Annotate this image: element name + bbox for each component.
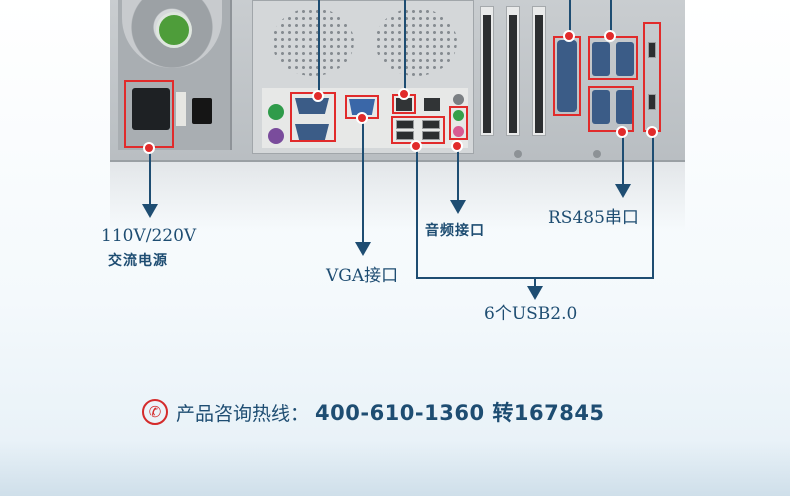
rs485-port-3 [592,90,610,124]
screw [514,150,522,158]
marker-dot [398,88,410,100]
screw [593,150,601,158]
fan-grill-right [375,8,457,76]
callout-line [610,0,612,36]
rs485-port-1 [592,42,610,76]
lan-port-1 [396,98,412,111]
phone-icon: ✆ [142,399,168,425]
label-vga: VGA接口 [326,266,399,286]
callout-line [318,0,320,96]
com-port-2 [295,124,329,140]
chassis-reflection [110,162,685,232]
arrow-usb [527,286,543,300]
parallel-port [557,40,577,112]
marker-dot [616,126,628,138]
callout-line-rs485 [622,131,624,187]
rs485-port-2 [616,42,634,76]
arrow-vga [355,242,371,256]
callout-line [569,0,571,36]
audio-jack-mic [453,126,464,137]
marker-dot [646,126,658,138]
power-socket [132,88,170,130]
callout-line-usb-stem [534,277,536,289]
vga-port [349,99,375,115]
label-power-voltage: 110V/220V [101,226,197,246]
usb-port [422,120,440,129]
expansion-slots [478,0,558,150]
callout-line-usb-left [416,146,418,278]
callout-line-vga [362,118,364,246]
rear-usb-highlight [643,22,661,132]
label-rs485: RS485串口 [548,208,639,228]
psu-fan-hub [156,12,192,48]
rs485-port-4 [616,90,634,124]
ps2-keyboard-port [268,128,284,144]
arrow-audio [450,200,466,214]
callout-line-power [149,148,151,208]
callout-line-usb-right [652,131,654,278]
marker-dot [143,142,155,154]
audio-jack-line-out [453,110,464,121]
audio-highlight [449,106,468,140]
power-sticker [176,92,186,126]
contact-hotline: ✆ 产品咨询热线： 400-610-1360 转167845 [142,396,605,428]
lan-port-2 [424,98,440,111]
parallel-highlight [553,36,581,116]
arrow-rs485 [615,184,631,198]
label-audio: 音频接口 [425,223,485,239]
marker-dot [410,140,422,152]
fan-grill-left [272,8,354,76]
marker-dot [312,90,324,102]
hotline-number: 400-610-1360 转167845 [315,401,605,425]
usb-port [396,131,414,140]
ps2-mouse-port [268,104,284,120]
callout-line [404,0,406,94]
com-port-1 [295,98,329,114]
usb-port [396,120,414,129]
power-switch [192,98,212,124]
marker-dot [563,30,575,42]
usb-port [648,94,656,110]
rs485-highlight-bottom [588,86,634,132]
label-usb: 6个USB2.0 [484,304,578,324]
label-power-type: 交流电源 [108,253,168,269]
callout-line-audio [457,146,459,204]
marker-dot [356,112,368,124]
audio-jack-line-in [453,94,464,105]
marker-dot [604,30,616,42]
rs485-highlight-top [588,36,638,80]
marker-dot [451,140,463,152]
arrow-power [142,204,158,218]
power-highlight [124,80,174,148]
usb-port [422,131,440,140]
usb-port [648,42,656,58]
hotline-label: 产品咨询热线： [176,402,310,425]
